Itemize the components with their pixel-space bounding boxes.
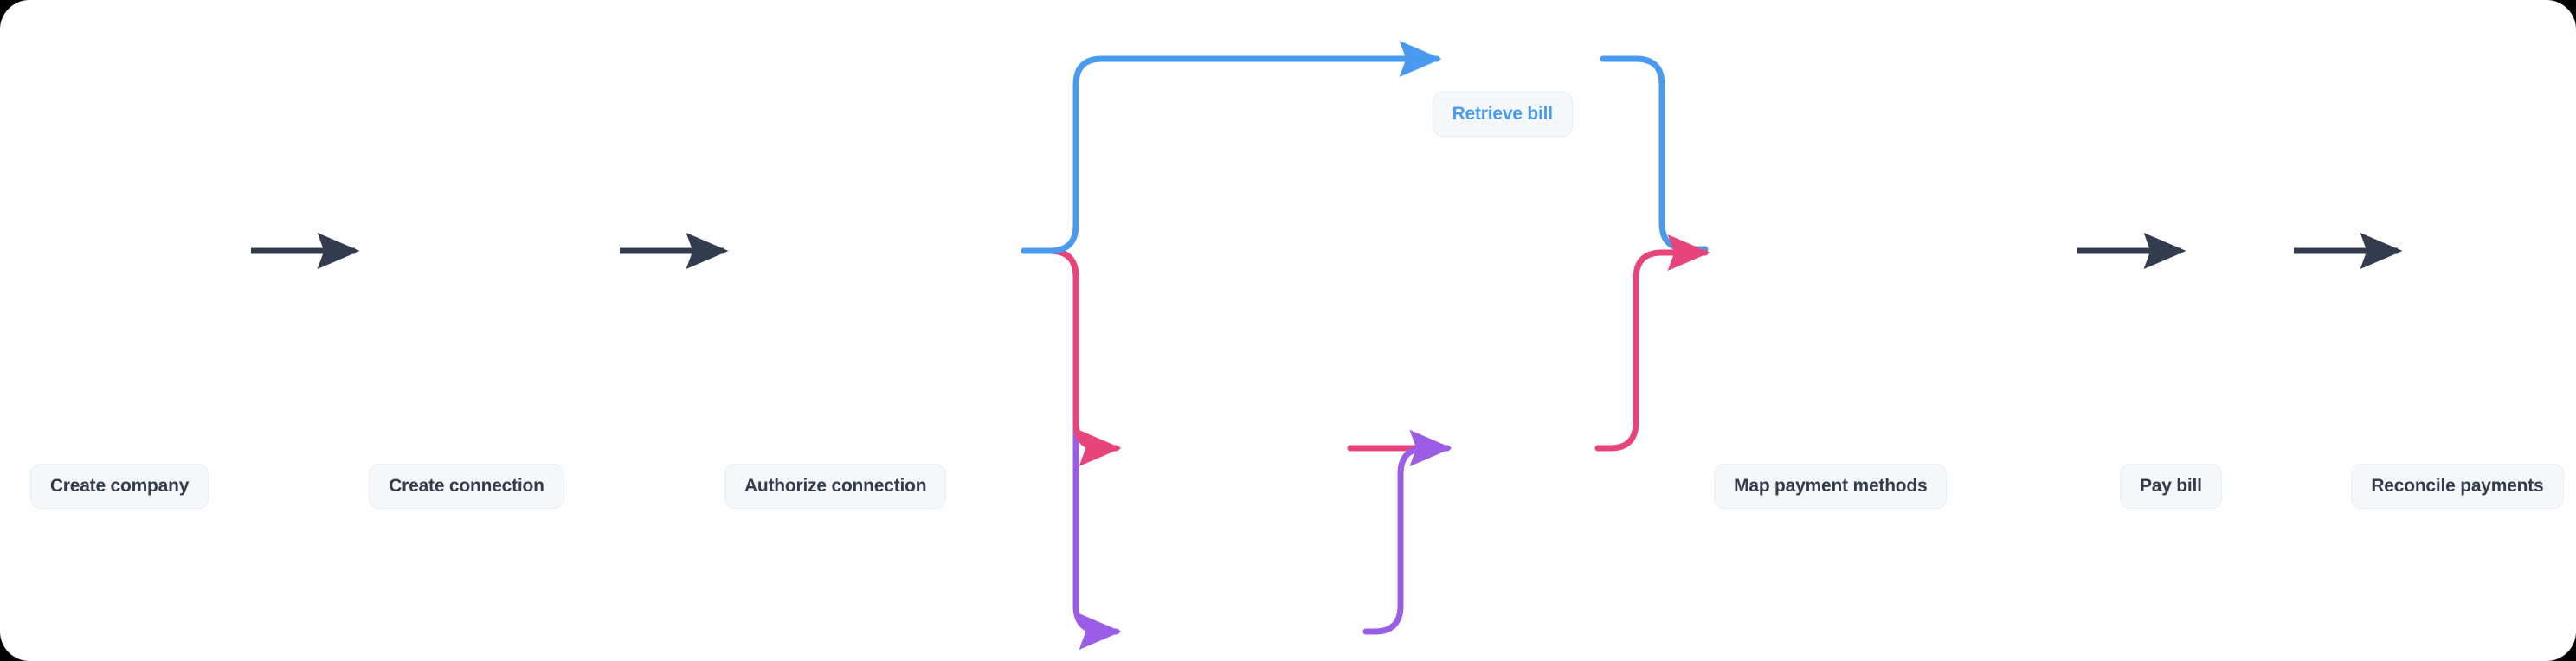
node-create-connection[interactable]: Create connection: [369, 463, 564, 509]
node-label: Retrieve bill: [1452, 103, 1553, 124]
edge-retrieve-bill-to-map: [1600, 55, 1709, 253]
node-label: Create connection: [389, 475, 544, 496]
edge-authorize-to-create-supplier: [1021, 247, 1122, 466]
node-map-payment-methods[interactable]: Map payment methods: [1714, 463, 1948, 509]
edge-create-bill-to-map: [1594, 234, 1710, 452]
node-label: Reconcile payments: [2371, 475, 2544, 496]
node-label: Create company: [49, 475, 190, 496]
node-label: Authorize connection: [744, 475, 927, 496]
node-create-company[interactable]: Create company: [29, 463, 209, 509]
node-reconcile-payments[interactable]: Reconcile payments: [2351, 463, 2564, 509]
node-retrieve-bill[interactable]: Retrieve bill: [1432, 91, 1573, 137]
edge-retrieve-supplier-to-create-bill: [1362, 429, 1452, 635]
node-authorize-connection[interactable]: Authorize connection: [724, 463, 947, 509]
node-pay-bill[interactable]: Pay bill: [2120, 463, 2222, 509]
node-label: Pay bill: [2139, 475, 2202, 496]
edge-authorize-to-retrieve-supplier: [1021, 247, 1122, 650]
edge-authorize-to-retrieve-bill: [1021, 40, 1442, 254]
node-label: Map payment methods: [1734, 475, 1928, 496]
